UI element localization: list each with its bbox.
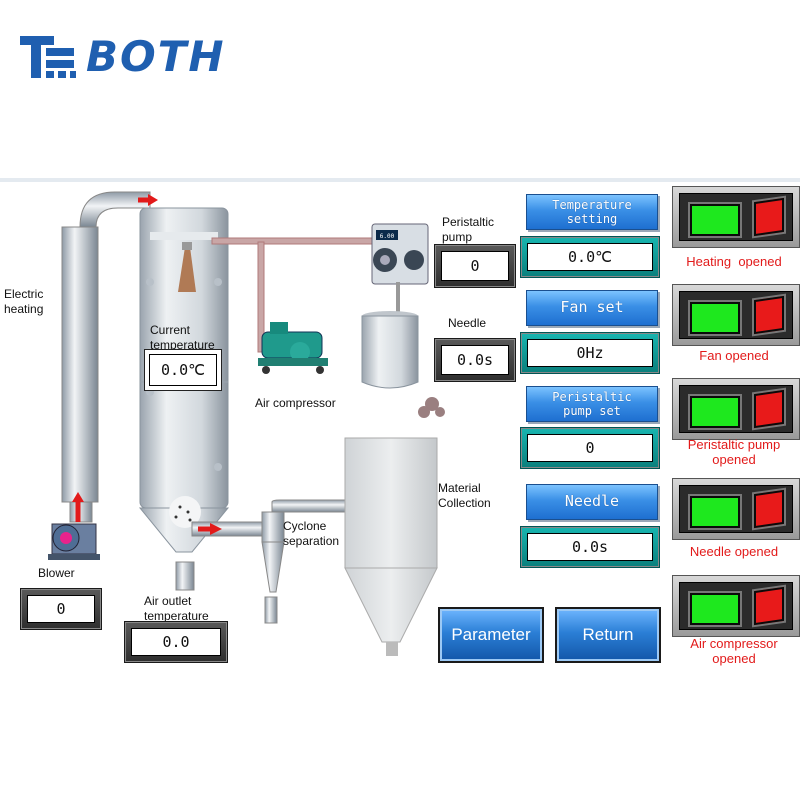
- brand-name: BOTH: [86, 32, 226, 81]
- needle-indicator: [672, 478, 800, 540]
- blower-value: 0: [27, 595, 95, 623]
- temperature-setting-input[interactable]: 0.0℃: [520, 236, 660, 278]
- peristaltic-pump-box: 0: [434, 244, 516, 288]
- parameter-button[interactable]: Parameter: [438, 607, 544, 663]
- hmi-panel: 6.00 Electric heating Blower Current tem…: [0, 178, 800, 669]
- needle-set-input[interactable]: 0.0s: [520, 526, 660, 568]
- air-compressor-indicator: [672, 575, 800, 637]
- heating-indicator: [672, 186, 800, 248]
- heating-green-lamp-icon: [690, 204, 740, 236]
- temperature-setting-title: Temperature setting: [552, 198, 632, 226]
- air-outlet-temperature-value: 0.0: [131, 628, 221, 656]
- peristaltic-pump-set-input[interactable]: 0: [520, 427, 660, 469]
- air-compressor-icon: [258, 322, 328, 374]
- air-outlet-temperature-box: 0.0: [124, 621, 228, 663]
- peristaltic-pump-icon: 6.00: [371, 223, 429, 318]
- fan-set-input[interactable]: 0Hz: [520, 332, 660, 374]
- compressor-green-lamp-icon: [690, 593, 740, 625]
- needle-value-box: 0.0s: [434, 338, 516, 382]
- air-compressor-status-label: Air compressor opened: [690, 636, 778, 666]
- compressor-red-switch-icon: [754, 586, 784, 626]
- air-outlet-temperature-label: Air outlet temperature: [144, 594, 209, 623]
- blower-value-box: 0: [20, 588, 102, 630]
- needle-red-switch-icon: [754, 489, 784, 529]
- fan-status-label: Fan opened: [699, 348, 769, 363]
- air-compressor-label: Air compressor: [255, 396, 336, 410]
- material-collection-vessel: [344, 437, 438, 656]
- needle-set-header[interactable]: Needle: [526, 484, 658, 520]
- fan-red-switch-icon: [754, 295, 784, 335]
- pump-display-value: 6.00: [380, 233, 395, 240]
- fan-set-title: Fan set: [560, 298, 624, 316]
- pump-green-lamp-icon: [690, 396, 740, 428]
- pump-red-switch-icon: [754, 389, 784, 429]
- needle-set-value: 0.0s: [527, 533, 653, 561]
- fan-set-value: 0Hz: [527, 339, 653, 367]
- needle-status-label: Needle opened: [689, 544, 779, 559]
- peristaltic-pump-set-title: Peristaltic pump set: [552, 390, 632, 418]
- temperature-setting-header[interactable]: Temperature setting: [526, 194, 658, 230]
- peristaltic-pump-status-label: Peristaltic pump opened: [687, 437, 781, 467]
- current-temperature-label: Current temperature: [150, 323, 215, 352]
- needle-set-title: Needle: [564, 492, 620, 510]
- peristaltic-pump-set-header[interactable]: Peristaltic pump set: [526, 386, 658, 422]
- cyclone-separation-label: Cyclone separation: [283, 519, 340, 548]
- blower-label: Blower: [38, 566, 75, 580]
- current-temperature-box: 0.0℃: [144, 349, 222, 391]
- peristaltic-pump-label: Peristaltic pump: [442, 215, 495, 244]
- needle-value: 0.0s: [441, 345, 509, 375]
- material-collection-label: Material Collection: [438, 481, 491, 510]
- current-temperature-value: 0.0℃: [149, 354, 217, 386]
- fan-set-header[interactable]: Fan set: [526, 290, 658, 326]
- brand-logo-icon: [20, 36, 76, 78]
- brand-logo: BOTH: [18, 30, 228, 85]
- electric-heating-label: Electric heating: [4, 287, 44, 316]
- peristaltic-pump-indicator: [672, 378, 800, 440]
- return-button[interactable]: Return: [555, 607, 661, 663]
- heating-status-label: Heating opened: [686, 254, 782, 269]
- needle-label: Needle: [448, 316, 487, 330]
- fan-indicator: [672, 284, 800, 346]
- cyclone-separator: [261, 499, 351, 624]
- needle-green-lamp-icon: [690, 496, 740, 528]
- peristaltic-pump-value: 0: [441, 251, 509, 281]
- beaker-icon: [361, 311, 419, 389]
- fan-green-lamp-icon: [690, 302, 740, 334]
- heating-red-switch-icon: [754, 197, 784, 237]
- blower-icon: [48, 523, 100, 560]
- peristaltic-pump-set-value: 0: [527, 434, 653, 462]
- temperature-setting-value: 0.0℃: [527, 243, 653, 271]
- heater-column: [61, 226, 99, 503]
